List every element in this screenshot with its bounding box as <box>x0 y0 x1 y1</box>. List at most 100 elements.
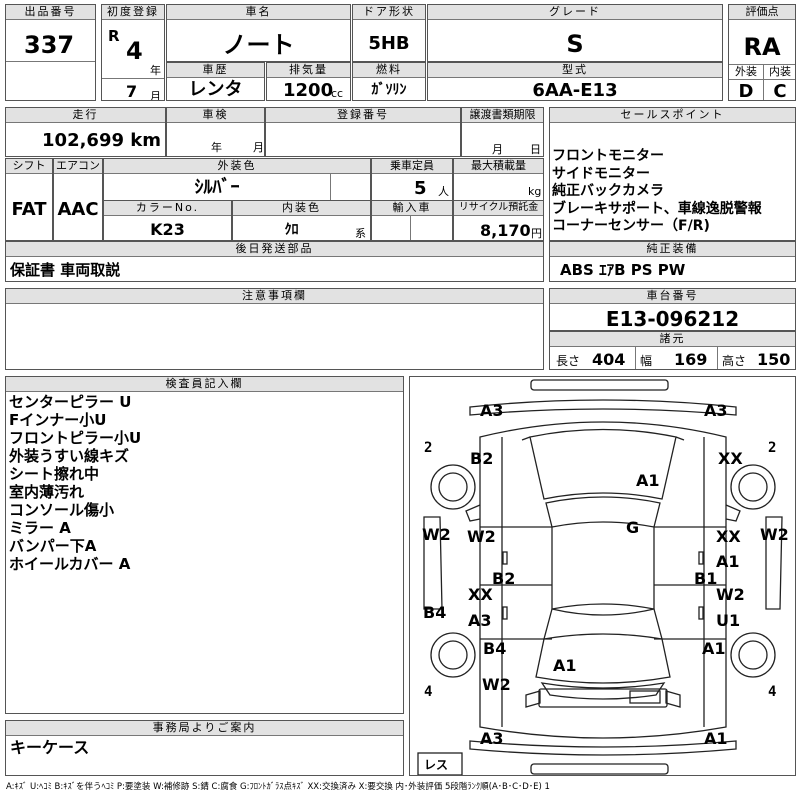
damage-mark: W2 <box>716 585 745 604</box>
later-parts: 保証書 車両取説 <box>10 261 121 279</box>
mileage-cell: 走行 102,699 km <box>5 107 166 157</box>
sales-point: サイドモニター <box>552 165 650 182</box>
sales-point: フロントモニター <box>552 148 664 164</box>
damage-mark: B2 <box>492 569 516 588</box>
inspector-note: バンパー下A <box>9 537 97 555</box>
aircon-header: エアコン <box>54 159 102 174</box>
exterior-color-cell: 外装色 ｼﾙﾊﾞｰ <box>103 158 371 201</box>
fuel: ｶﾞｿﾘﾝ <box>371 82 407 98</box>
capacity: 5 <box>414 178 427 199</box>
grade: S <box>566 30 584 58</box>
notes-header: 注意事項欄 <box>6 289 543 304</box>
inspection-year-unit: 年 <box>211 141 222 154</box>
dimensions-header: 諸元 <box>550 332 795 347</box>
damage-mark: B1 <box>694 569 718 588</box>
width: 169 <box>674 350 708 369</box>
reg-month-unit: 月 <box>150 90 161 101</box>
car-name-cell: 車名 ノート <box>166 4 351 62</box>
tire-rear-left: 4 <box>424 684 433 700</box>
standard-equipment-header: 純正装備 <box>550 242 795 257</box>
displacement-unit: cc <box>331 87 344 100</box>
score-cell: 評価点 RA 外装 内装 D C <box>728 4 796 101</box>
length-label: 長さ <box>556 354 581 368</box>
inspector-note: センターピラー U <box>9 393 132 411</box>
shift-cell: シフト FAT <box>5 158 53 241</box>
capacity-header: 乗車定員 <box>372 159 452 174</box>
interior-color-cell: 内装色 ｸﾛ 系 <box>232 200 371 241</box>
recycle-fee-unit: 円 <box>531 227 542 240</box>
color-number-header: カラーNo. <box>104 201 231 216</box>
car-diagram-panel: 2 2 4 4 レス A3 A3 B2 XX A1 W2 W2 G XX W2 … <box>409 376 796 776</box>
length: 404 <box>592 350 626 369</box>
damage-mark: A1 <box>716 552 740 571</box>
damage-mark: W2 <box>467 527 496 546</box>
exterior-color: ｼﾙﾊﾞｰ <box>194 177 240 198</box>
damage-mark: G <box>626 518 640 537</box>
standard-equipment-cell: 純正装備 ABS ｴｱB PS PW <box>549 241 796 282</box>
max-load-unit: kg <box>528 185 542 198</box>
legend: A:ｷｽﾞ U:ﾍｺﾐ B:ｷｽﾞを伴うﾍｺﾐ P:要塗装 W:補修跡 S:錆 … <box>6 782 550 792</box>
sales-point: 純正バックカメラ <box>552 183 664 199</box>
damage-mark: U1 <box>716 611 741 630</box>
aircon-cell: エアコン AAC <box>53 158 103 241</box>
inspector-note: フロントピラー小U <box>9 429 142 447</box>
displacement: 1200 <box>283 80 334 101</box>
sales-point: コーナーセンサー（F/R) <box>552 218 710 234</box>
score: RA <box>743 33 781 61</box>
inspector-note: コンソール傷小 <box>9 501 115 519</box>
damage-mark: A1 <box>553 656 577 675</box>
interior-color: ｸﾛ <box>284 222 299 238</box>
color-number: K23 <box>150 220 185 239</box>
exterior-header: 外装 <box>735 65 757 78</box>
model-header: 型式 <box>428 63 722 78</box>
dimensions-cell: 諸元 長さ 404 幅 169 高さ 150 <box>549 331 796 370</box>
history-header: 車歴 <box>167 63 264 78</box>
car-name-header: 車名 <box>167 5 350 20</box>
reg-month: 7 <box>126 82 138 101</box>
damage-mark: A3 <box>704 401 728 420</box>
inspector-note: 外装うすい線キズ <box>9 447 130 465</box>
damage-mark: XX <box>718 449 743 468</box>
transfer-day-unit: 日 <box>530 143 541 156</box>
interior-color-unit: 系 <box>355 227 366 240</box>
reg-year: 4 <box>126 37 143 65</box>
height-label: 高さ <box>722 354 747 368</box>
office-notes-cell: 事務局よりご案内 キーケース <box>5 720 404 776</box>
inspection-month-unit: 月 <box>253 141 264 154</box>
inspector-note: シート擦れ中 <box>9 465 100 483</box>
notes-cell: 注意事項欄 <box>5 288 544 370</box>
inspector-notes-header: 検査員記入欄 <box>6 377 403 392</box>
max-load-cell: 最大積載量 kg <box>453 158 544 201</box>
displacement-cell: 排気量 1200 cc <box>266 62 351 101</box>
damage-mark: B4 <box>423 603 447 622</box>
lot-number-cell: 出品番号 337 <box>5 4 96 101</box>
first-registration-cell: 初度登録 R 4 年 7 月 <box>101 4 165 101</box>
score-header: 評価点 <box>729 5 795 20</box>
spare-tire-label: レス <box>424 758 449 772</box>
shift: FAT <box>11 199 47 220</box>
registration-number-header: 登録番号 <box>266 108 460 123</box>
interior-header: 内装 <box>769 65 791 78</box>
chassis-number: E13-096212 <box>605 307 740 331</box>
first-registration-header: 初度登録 <box>102 5 164 20</box>
inspector-notes-cell: 検査員記入欄 センターピラー U Fインナー小U フロントピラー小U 外装うすい… <box>5 376 404 714</box>
lot-number-header: 出品番号 <box>6 5 95 20</box>
inspector-note: 室内薄汚れ <box>9 483 85 501</box>
tire-front-right: 2 <box>768 440 777 456</box>
damage-mark: W2 <box>422 525 451 544</box>
exterior-color-header: 外装色 <box>104 159 370 174</box>
transfer-deadline-cell: 譲渡書類期限 月 日 <box>461 107 544 157</box>
import-header: 輸入車 <box>372 201 452 216</box>
door-type-header: ドア形状 <box>353 5 425 20</box>
exterior-score: D <box>738 81 754 101</box>
chassis-number-header: 車台番号 <box>550 289 795 304</box>
chassis-number-cell: 車台番号 E13-096212 <box>549 288 796 331</box>
grade-header: グレード <box>428 5 722 20</box>
history: レンタ <box>188 79 243 100</box>
registration-number-cell: 登録番号 <box>265 107 461 157</box>
office-notes: キーケース <box>10 738 90 757</box>
history-cell: 車歴 レンタ <box>166 62 265 101</box>
tire-front-left: 2 <box>424 440 433 456</box>
damage-mark: B4 <box>483 639 507 658</box>
tire-rear-right: 4 <box>768 684 777 700</box>
